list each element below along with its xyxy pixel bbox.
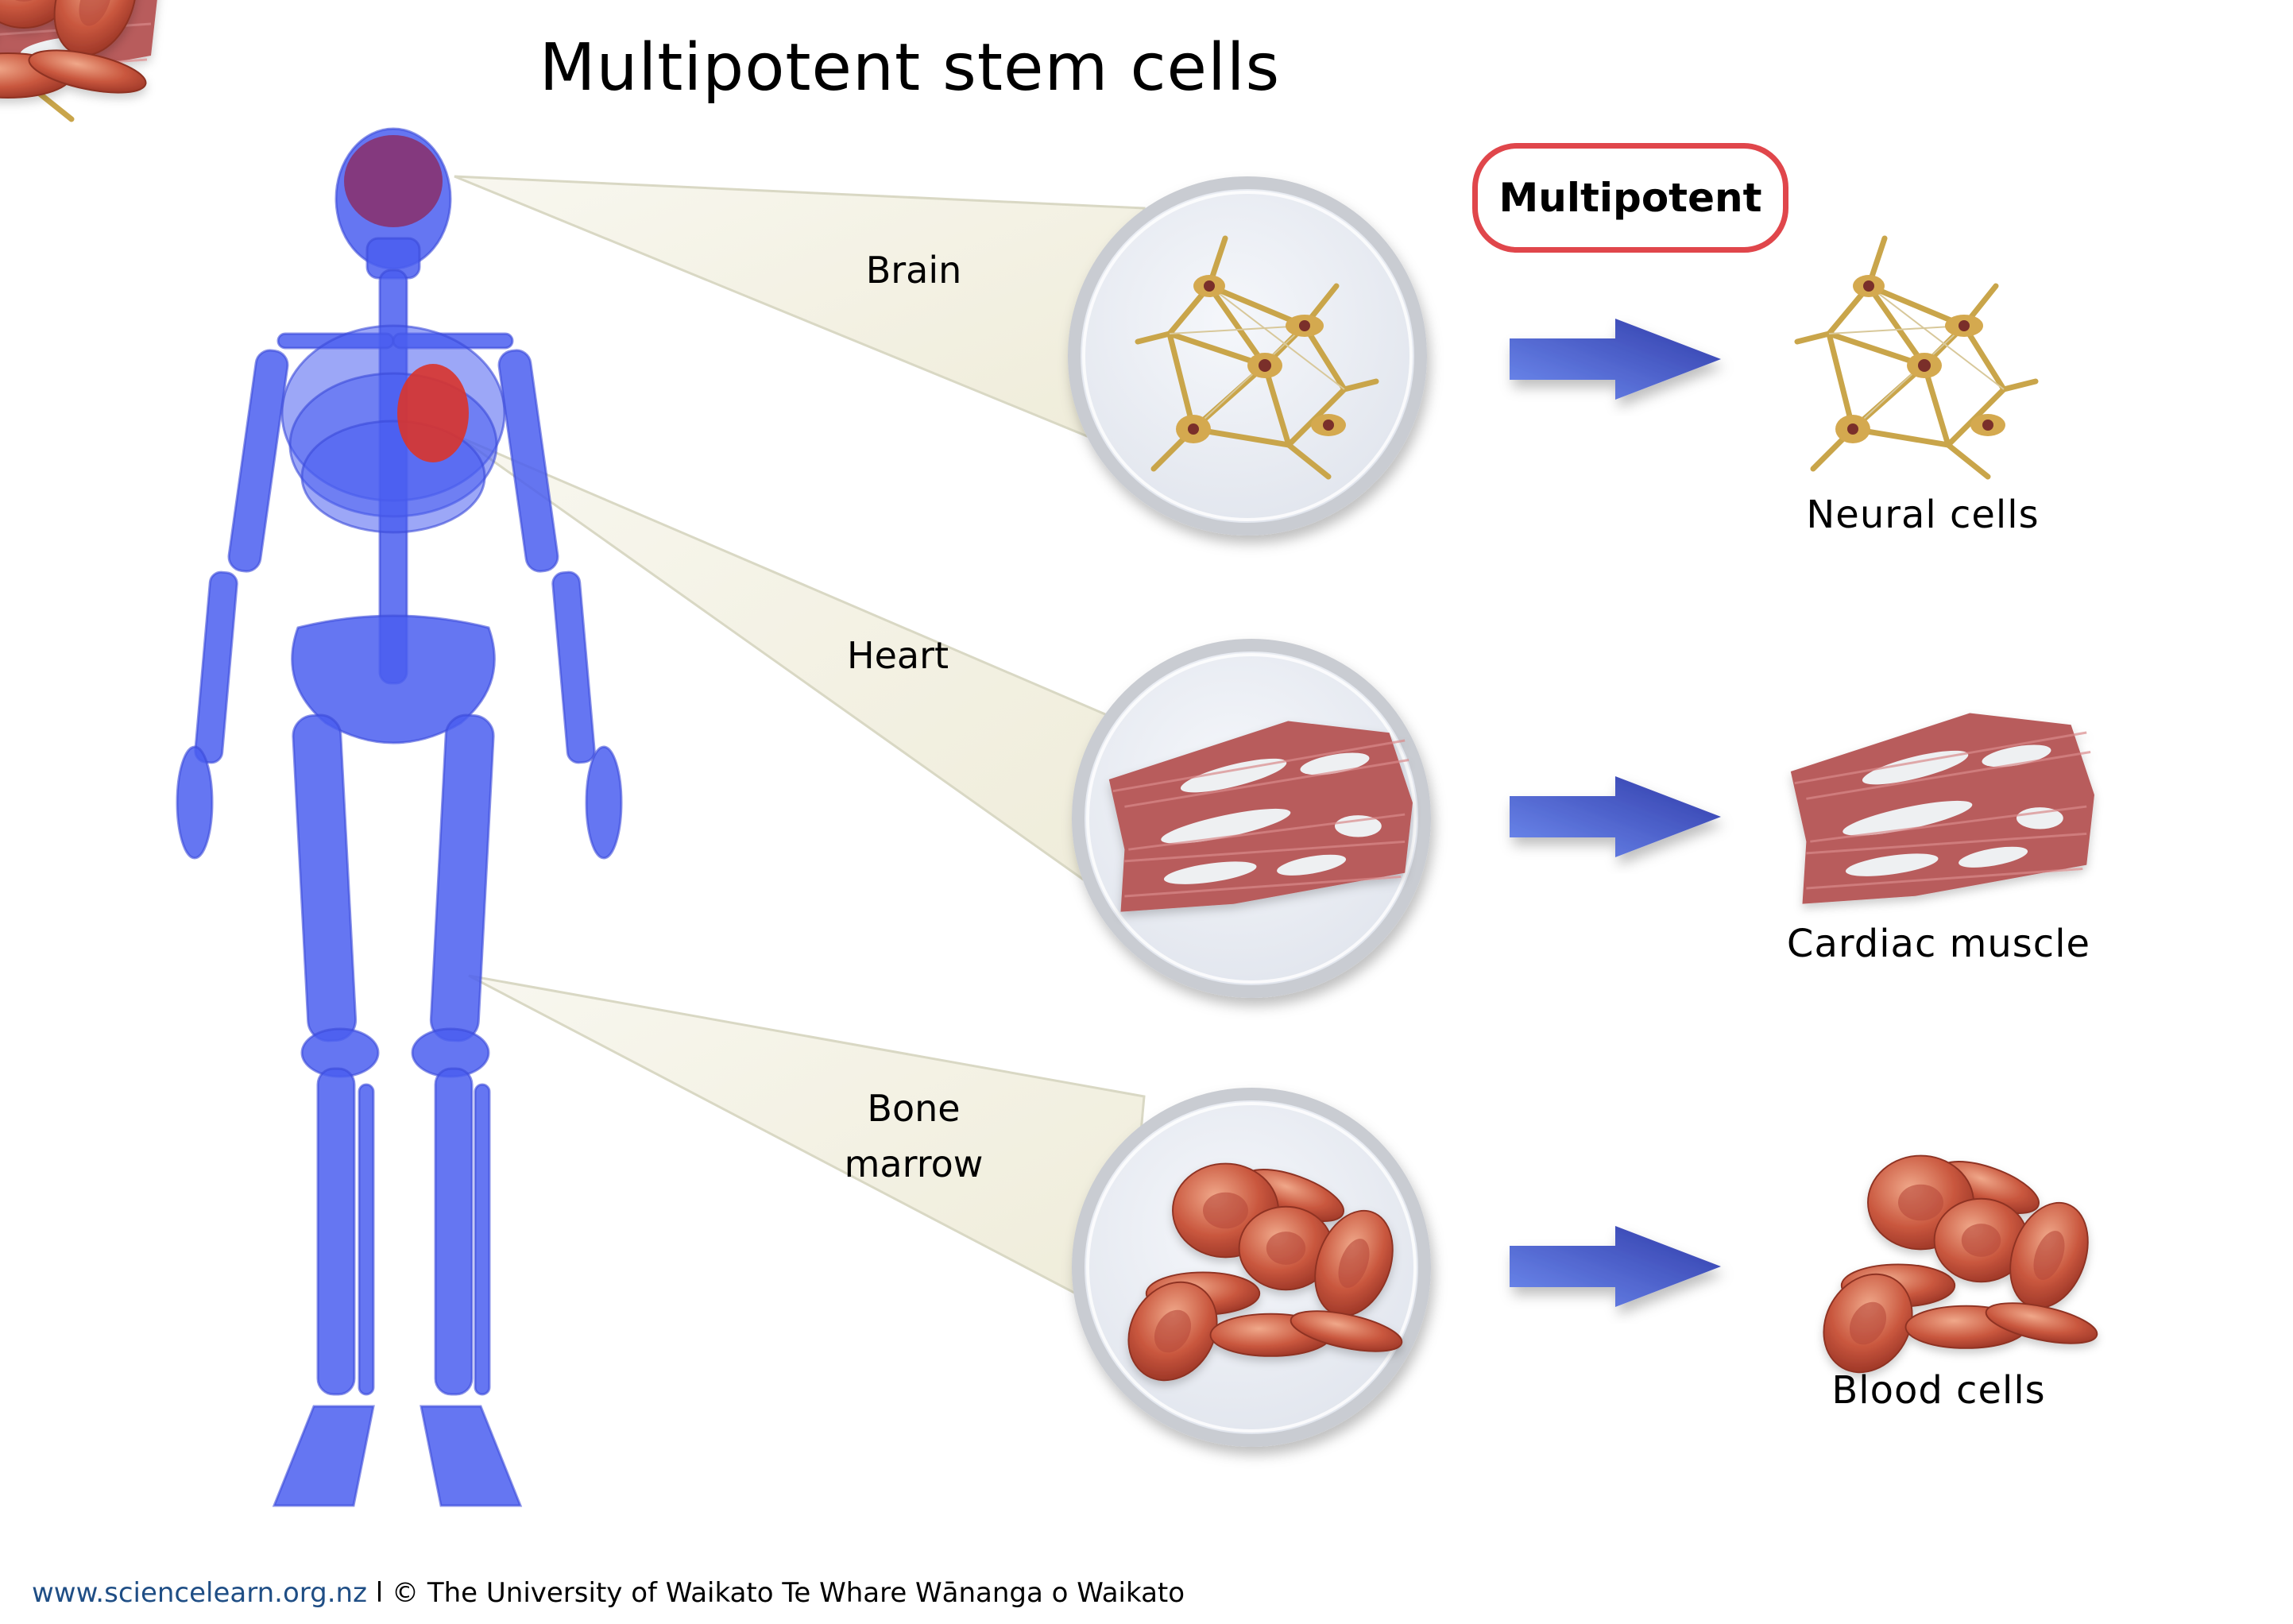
lens-brain: [1068, 176, 1427, 536]
callout-bone-marrow: [468, 974, 1146, 1321]
result-label-cardiac-muscle: Cardiac muscle: [1786, 922, 2091, 966]
cardiac-muscle-result-icon: [1791, 713, 2094, 904]
callout-label-marrow: marrow: [844, 1143, 984, 1185]
arrow-heart: [1510, 776, 1721, 857]
callout-label-heart: Heart: [846, 634, 949, 677]
footer-credit: www.sciencelearn.org.nz l © The Universi…: [32, 1577, 1185, 1609]
skeleton-illustration: [176, 127, 623, 1507]
callout-label-brain: Brain: [865, 249, 962, 292]
multipotent-badge: Multipotent: [1472, 143, 1788, 253]
callout-label-bone: Bone: [867, 1087, 961, 1130]
result-label-blood-cells: Blood cells: [1831, 1368, 2046, 1413]
heart-icon: [397, 364, 469, 462]
footer-url-link[interactable]: www.sciencelearn.org.nz: [32, 1577, 367, 1609]
callout-label-bone-marrow: Bone marrow: [834, 1081, 993, 1192]
red-blood-cells-icon: [0, 0, 147, 99]
footer-separator: l: [375, 1577, 384, 1609]
blood-cells-result-icon: [1806, 1151, 2102, 1389]
neural-cells-icon: [1797, 238, 2036, 477]
brain-icon: [344, 135, 443, 227]
arrow-brain: [1510, 319, 1721, 400]
callout-brain: [454, 175, 1146, 447]
result-label-neural-cells: Neural cells: [1806, 493, 2040, 537]
footer-copyright: © The University of Waikato Te Whare Wān…: [392, 1577, 1185, 1609]
arrow-bone-marrow: [1510, 1226, 1721, 1307]
diagram-title: Multipotent stem cells: [539, 30, 1281, 106]
